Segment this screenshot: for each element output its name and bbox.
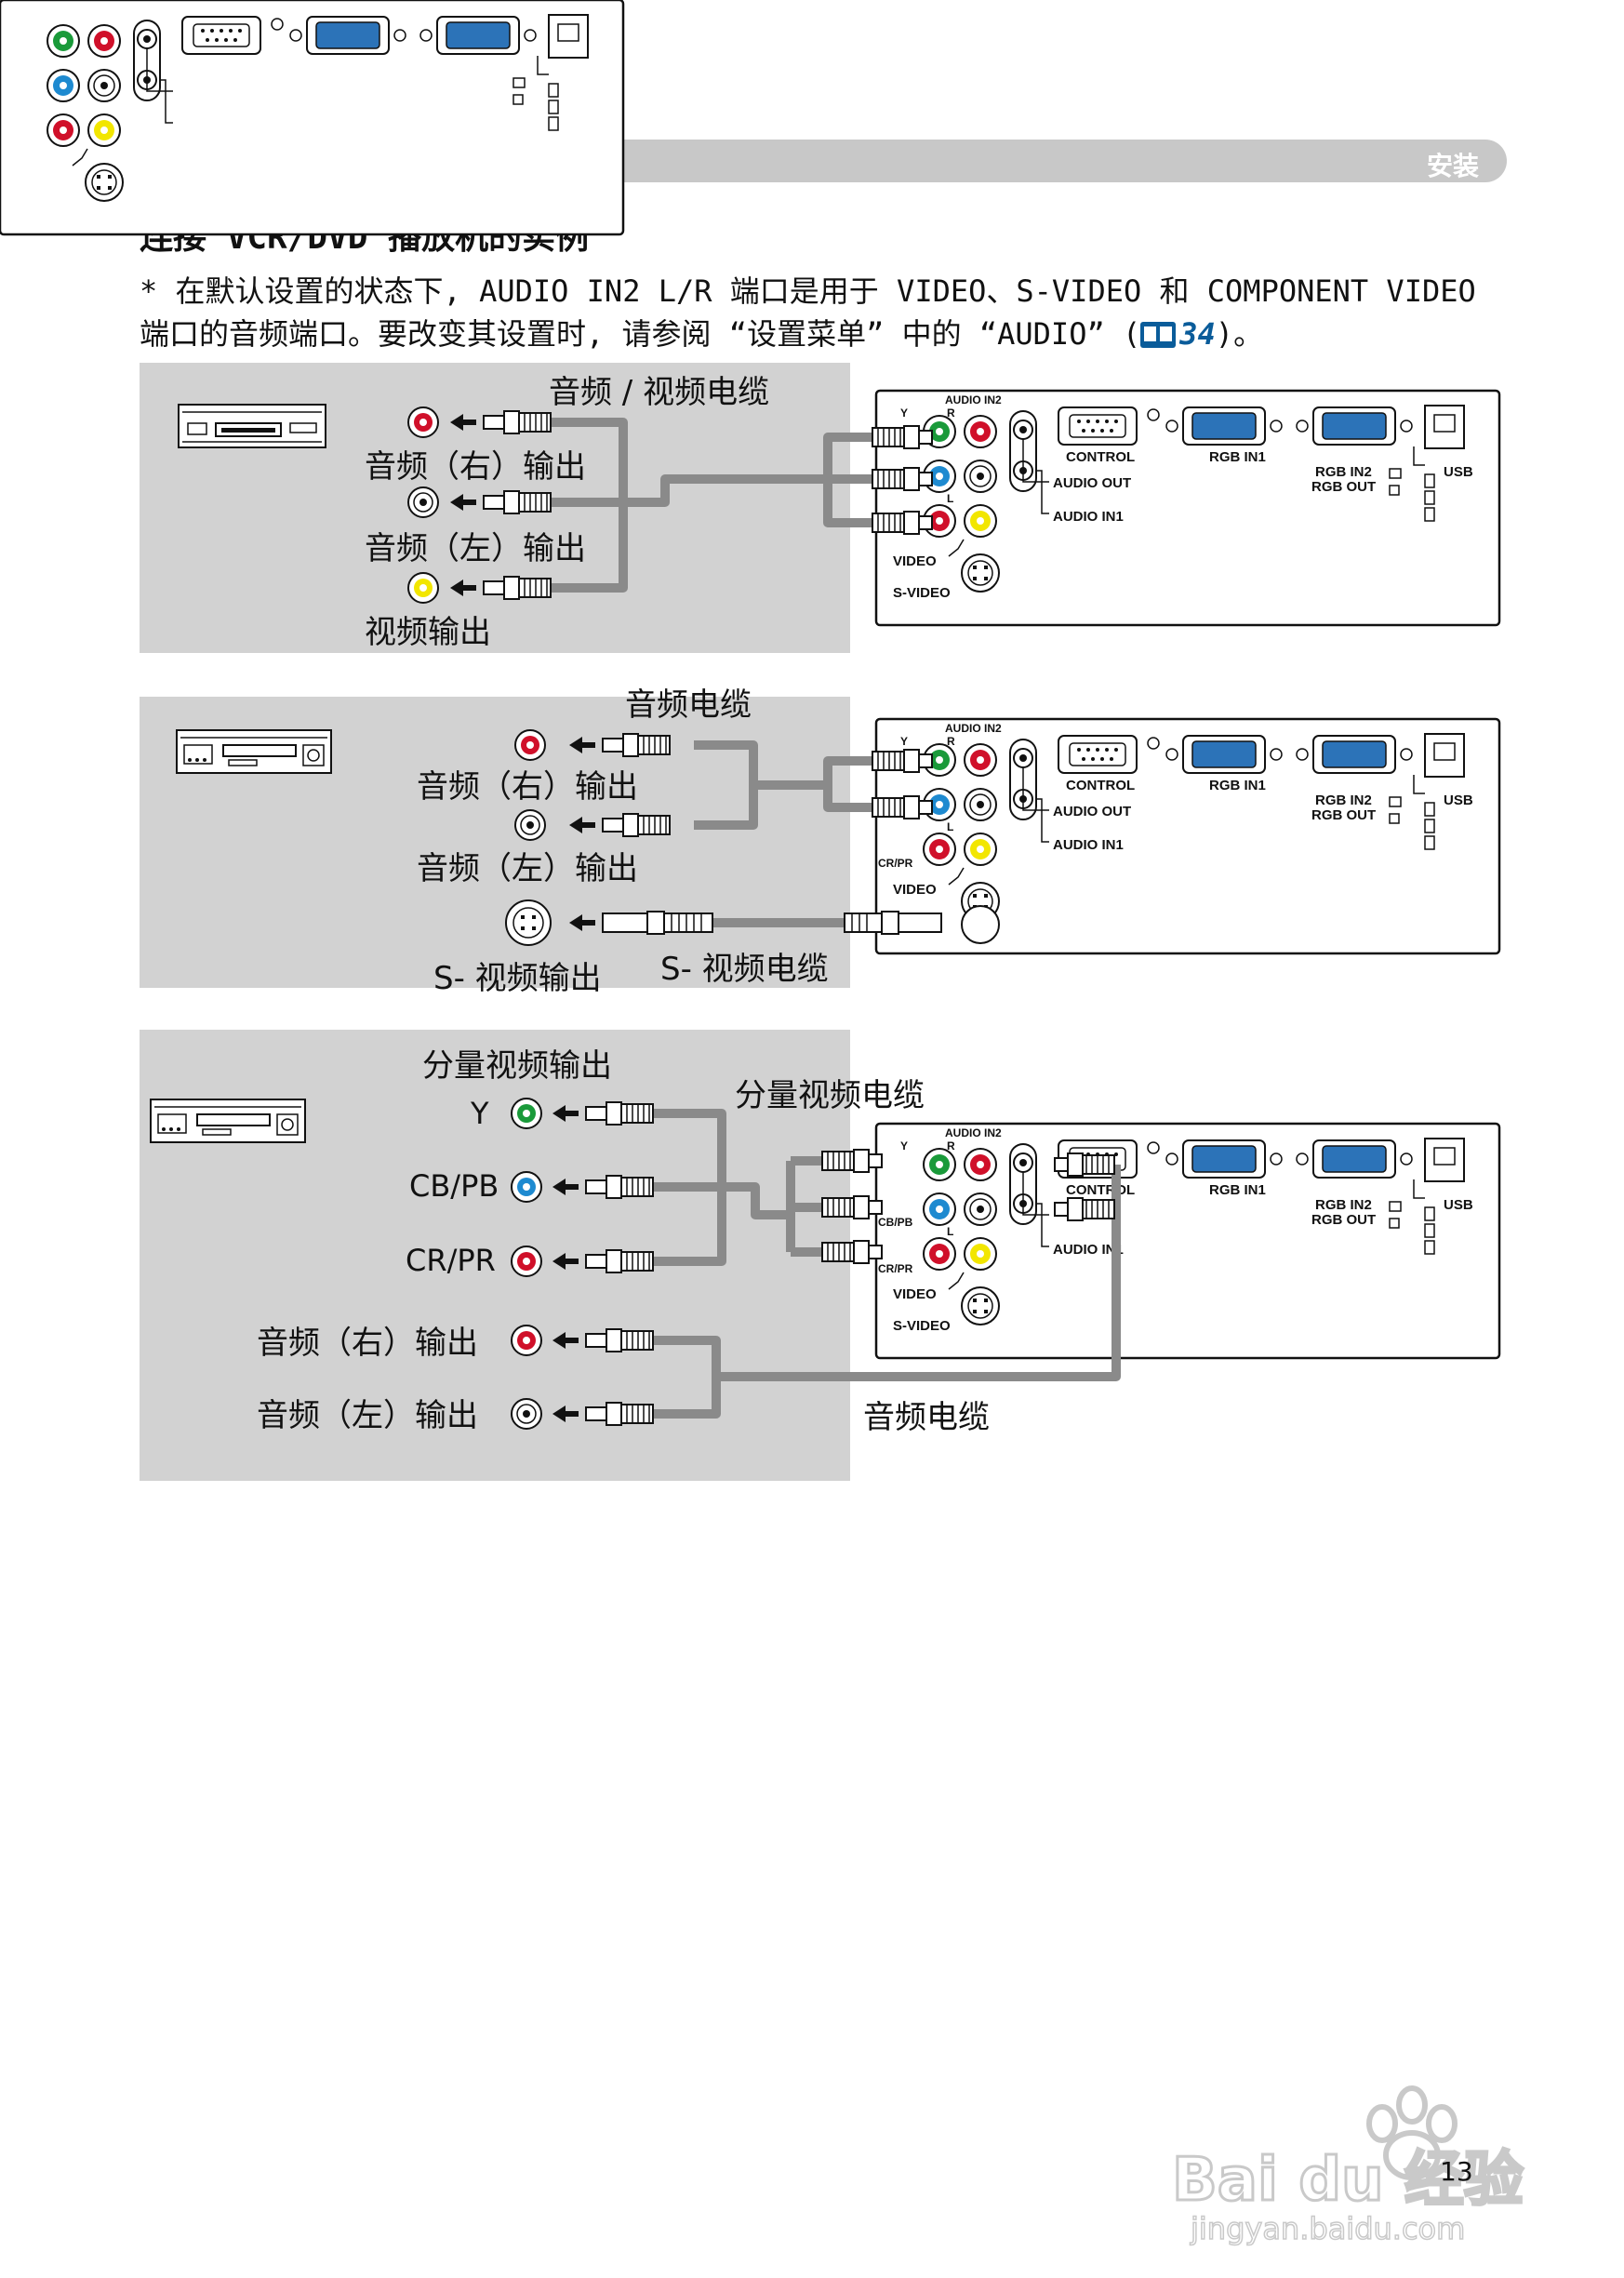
svg-text:VIDEO: VIDEO xyxy=(893,1286,937,1302)
svg-text:AUDIO IN1: AUDIO IN1 xyxy=(1053,509,1124,525)
svg-text:RGB IN2: RGB IN2 xyxy=(1315,464,1372,480)
page-number: 13 xyxy=(1440,2156,1473,2187)
svg-text:AUDIO IN2: AUDIO IN2 xyxy=(945,393,1002,406)
svg-text:USB: USB xyxy=(1444,793,1473,808)
d3-audio-left-out-label: 音频（左）输出 xyxy=(257,1397,478,1434)
svg-text:R: R xyxy=(947,1139,955,1152)
svg-text:RGB OUT: RGB OUT xyxy=(1311,1212,1376,1228)
svg-text:RGB IN2: RGB IN2 xyxy=(1315,1197,1372,1213)
note-paragraph: * 在默认设置的状态下, AUDIO IN2 L/R 端口是用于 VIDEO、S… xyxy=(140,270,1516,355)
d2-svideo-cable-label: S- 视频电缆 xyxy=(660,951,829,988)
svg-text:RGB IN1: RGB IN1 xyxy=(1209,778,1266,793)
d3-audio-cable-label: 音频电缆 xyxy=(863,1399,990,1436)
dvd-device-icon xyxy=(176,729,332,774)
svg-text:CONTROL: CONTROL xyxy=(1066,449,1135,465)
av-cable-label: 音频 / 视频电缆 xyxy=(549,374,770,411)
svg-text:jingyan.baidu.com: jingyan.baidu.com xyxy=(1190,2211,1465,2246)
svg-text:VIDEO: VIDEO xyxy=(893,882,937,898)
svg-text:AUDIO OUT: AUDIO OUT xyxy=(1053,475,1131,491)
svg-text:Bai du 经验: Bai du 经验 xyxy=(1172,2146,1524,2215)
d1-audio-right-out-label: 音频（右）输出 xyxy=(365,448,586,486)
svg-text:L: L xyxy=(947,492,953,505)
projector-panel-3-labels: AUDIO IN2 Y R L CB/PB CR/PR CONTROL RGB … xyxy=(878,1126,1473,1334)
svg-text:AUDIO IN2: AUDIO IN2 xyxy=(945,722,1002,735)
svg-text:Y: Y xyxy=(900,406,908,420)
projector-panel-2-labels: AUDIO IN2 Y R L CR/PR CONTROL RGB IN1 RG… xyxy=(878,722,1473,898)
svg-text:L: L xyxy=(947,820,953,833)
d3-cbpb-label: CB/PB xyxy=(409,1168,499,1204)
d2-audio-left-out-label: 音频（左）输出 xyxy=(417,850,638,887)
svg-text:RGB OUT: RGB OUT xyxy=(1311,479,1376,495)
svg-text:Y: Y xyxy=(900,1139,908,1152)
svg-text:S-VIDEO: S-VIDEO xyxy=(893,1318,951,1334)
svg-text:S-VIDEO: S-VIDEO xyxy=(893,585,951,601)
d2-audio-cable-label: 音频电缆 xyxy=(625,686,752,724)
svg-text:L: L xyxy=(947,1225,953,1238)
svg-text:VIDEO: VIDEO xyxy=(893,553,937,569)
diagram3-graphics xyxy=(150,1098,1121,1430)
svg-text:AUDIO OUT: AUDIO OUT xyxy=(1053,804,1131,819)
book-icon xyxy=(1140,322,1177,348)
d2-audio-right-out-label: 音频（右）输出 xyxy=(417,768,638,806)
section-label: 安装 xyxy=(1426,151,1479,181)
svg-text:USB: USB xyxy=(1444,464,1473,480)
svg-text:RGB IN2: RGB IN2 xyxy=(1315,793,1372,808)
d2-svideo-out-label: S- 视频输出 xyxy=(433,960,602,997)
svg-text:CR/PR: CR/PR xyxy=(878,857,913,870)
svg-text:R: R xyxy=(947,735,955,748)
svg-text:CONTROL: CONTROL xyxy=(1066,778,1135,793)
svg-text:CONTROL: CONTROL xyxy=(1066,1182,1135,1198)
note-end: )。 xyxy=(1215,316,1264,352)
svg-text:AUDIO IN2: AUDIO IN2 xyxy=(945,1126,1002,1139)
svg-text:AUDIO IN1: AUDIO IN1 xyxy=(1053,1242,1124,1258)
d1-audio-left-out-label: 音频（左）输出 xyxy=(365,530,586,567)
d3-crpr-label: CR/PR xyxy=(406,1243,496,1278)
baidu-watermark-logo: Bai du 经验 jingyan.baidu.com xyxy=(1171,2085,1524,2246)
d3-component-cable-label: 分量视频电缆 xyxy=(735,1077,925,1114)
svg-text:Y: Y xyxy=(900,735,908,748)
svg-text:RGB OUT: RGB OUT xyxy=(1311,807,1376,823)
dvd-device-icon-2 xyxy=(150,1099,306,1143)
svg-text:RGB IN1: RGB IN1 xyxy=(1209,1182,1266,1198)
svg-text:USB: USB xyxy=(1444,1197,1473,1213)
vcr-device-icon xyxy=(178,404,326,448)
diagram1-graphics xyxy=(178,404,933,604)
svg-text:CR/PR: CR/PR xyxy=(878,1262,913,1275)
d3-audio-right-out-label: 音频（右）输出 xyxy=(257,1325,478,1362)
svg-text:AUDIO IN1: AUDIO IN1 xyxy=(1053,837,1124,853)
svg-text:CB/PB: CB/PB xyxy=(878,1216,913,1229)
page-reference-link[interactable]: 34 xyxy=(1179,316,1216,352)
d3-component-out-label: 分量视频输出 xyxy=(422,1047,612,1085)
diagram2-graphics xyxy=(176,729,1000,946)
svg-text:R: R xyxy=(947,406,955,420)
projector-panel-1-labels: AUDIO IN2 Y R L CONTROL RGB IN1 RGB IN2 … xyxy=(893,393,1473,601)
d3-y-label: Y xyxy=(471,1096,489,1131)
d1-video-out-label: 视频输出 xyxy=(365,614,491,651)
svg-text:RGB IN1: RGB IN1 xyxy=(1209,449,1266,465)
note-text: * 在默认设置的状态下, AUDIO IN2 L/R 端口是用于 VIDEO、S… xyxy=(140,273,1476,352)
